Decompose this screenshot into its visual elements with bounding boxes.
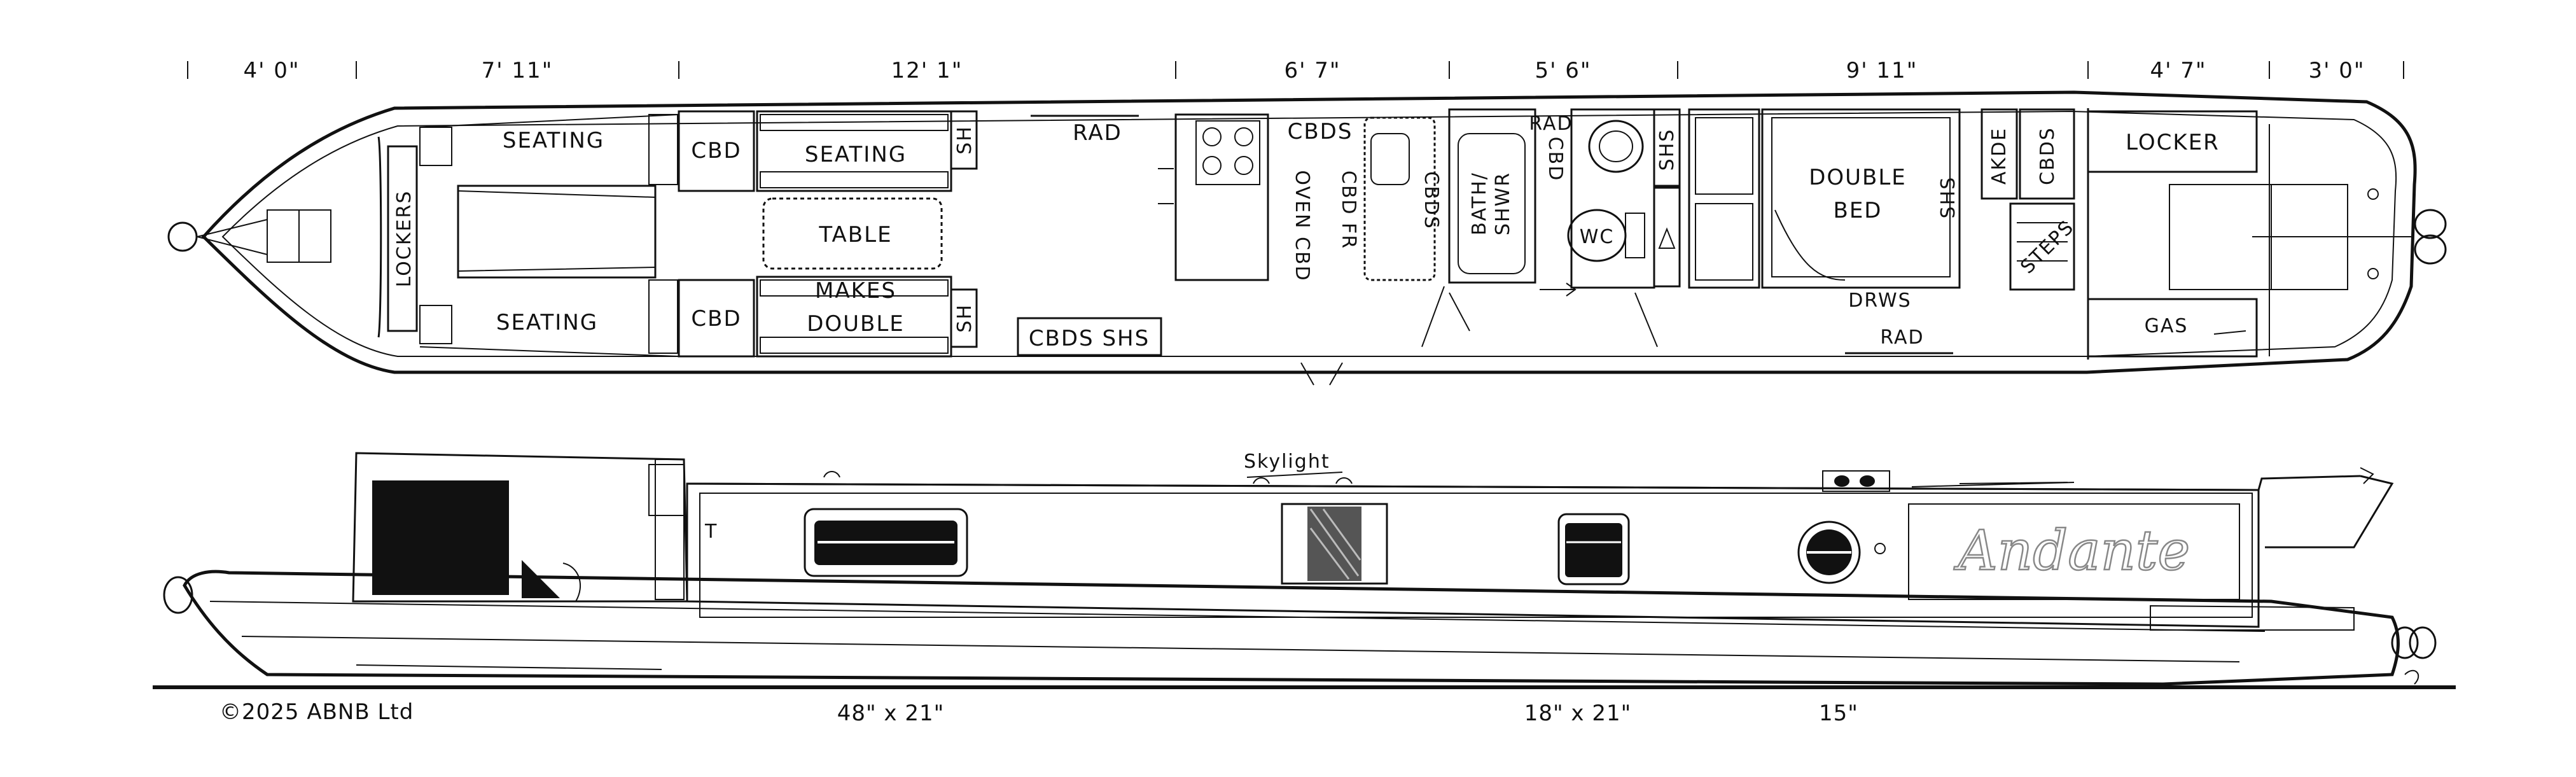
dimension-bar: 4' 0" 7' 11" 12' 1" 6' 7" 5' 6" 9' 11" 4…	[187, 58, 2404, 83]
dimension-label: 4' 7"	[2150, 58, 2206, 83]
room-label: SEATING	[503, 128, 604, 153]
dimension-label: 5' 6"	[1535, 58, 1591, 83]
bow-fender	[167, 221, 198, 252]
plan-view: LOCKERS SEATING SEATING CBD CBD SEATING …	[167, 90, 2447, 386]
room-label: CBDS	[1420, 171, 1442, 230]
room-label: CBDS	[1288, 119, 1353, 144]
room-label: SHWR	[1492, 172, 1514, 235]
room-label: CBD	[1544, 137, 1566, 182]
room-label: SEATING	[496, 310, 598, 335]
captions: ©2025 ABNB Ltd 48" x 21" 18" x 21" 15"	[219, 699, 1858, 726]
room-label: CBD	[691, 138, 741, 164]
boat-name: Andante	[1954, 519, 2190, 583]
porthole-size-label: 15"	[1819, 701, 1858, 726]
skylight-label: Skylight	[1244, 451, 1330, 473]
room-label: SH	[954, 304, 976, 333]
porthole	[1797, 521, 1861, 584]
room-label: DOUBLE	[807, 311, 905, 337]
cratch-window	[372, 480, 509, 595]
elevation-view: T Skylight Andante	[153, 451, 2456, 689]
room-label: CBD FR	[1337, 171, 1360, 249]
copyright-text: ©2025 ABNB Ltd	[219, 699, 414, 725]
room-label: DOUBLE	[1809, 165, 1907, 190]
room-label: SEATING	[805, 142, 907, 167]
stern-fender	[2414, 209, 2447, 239]
name-panel	[1908, 503, 2240, 600]
small-window	[1557, 513, 1630, 585]
room-label: MAKES	[815, 278, 896, 304]
room-label: BED	[1834, 198, 1883, 223]
room-label: SHS	[1937, 176, 1960, 219]
dimension-label: 4' 0"	[243, 58, 300, 83]
room-label: CBD	[691, 306, 741, 332]
cratch-cover	[352, 452, 688, 603]
dimension-label: 12' 1"	[891, 58, 963, 83]
room-label: BATH/	[1468, 172, 1491, 235]
centre-doors	[1281, 503, 1388, 585]
room-label: TABLE	[818, 222, 892, 248]
room-label: AKDE	[1988, 127, 2010, 185]
room-label: WC	[1580, 226, 1615, 248]
room-label: CBDS	[2036, 127, 2059, 185]
room-label: LOCKER	[2126, 130, 2220, 155]
dimension-label: 7' 11"	[482, 58, 553, 83]
large-window	[804, 508, 968, 577]
room-label: CBDS SHS	[1029, 326, 1150, 351]
room-label: RAD	[1073, 120, 1122, 146]
dimension-label: 9' 11"	[1846, 58, 1918, 83]
room-label: DRWS	[1848, 290, 1911, 312]
room-label: SH	[954, 125, 976, 155]
room-label: OVEN CBD	[1291, 170, 1313, 281]
elevation-hull	[183, 570, 2400, 686]
room-label: GAS	[2145, 315, 2189, 337]
room-label: RAD	[1529, 113, 1573, 135]
room-label: LOCKERS	[393, 190, 415, 288]
window-size-label: 18" x 21"	[1524, 701, 1632, 726]
cabin-t-label: T	[704, 521, 718, 543]
dimension-label: 6' 7"	[1284, 58, 1340, 83]
room-label: RAD	[1880, 326, 1924, 349]
dimension-label: 3' 0"	[2308, 58, 2365, 83]
room-label: SHS	[1656, 129, 1678, 171]
window-size-label: 48" x 21"	[837, 701, 945, 726]
